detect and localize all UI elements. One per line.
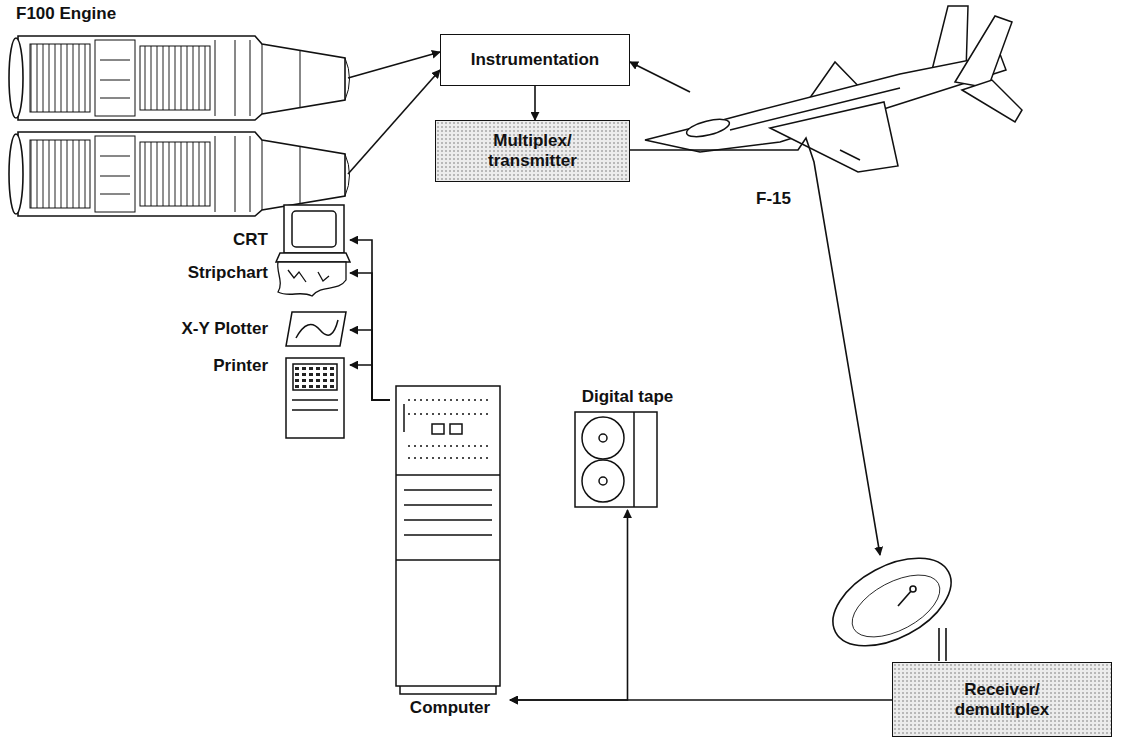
- antenna-dish-illustration: [819, 540, 966, 664]
- signal-arrow: [348, 70, 440, 174]
- signal-arrow: [534, 86, 536, 120]
- radio-link: [630, 138, 880, 555]
- signal-arrow: [350, 330, 390, 400]
- storage-device: Digital tape: [555, 385, 700, 510]
- process-box: Multiplex/ transmitter: [435, 120, 630, 182]
- computer: Computer: [390, 380, 510, 720]
- node-label: X-Y Plotter: [181, 319, 268, 339]
- output-device: Stripchart: [120, 260, 350, 300]
- output-device: X-Y Plotter: [120, 305, 350, 349]
- aircraft-illustration: [645, 6, 1022, 172]
- node-label: Instrumentation: [471, 50, 599, 70]
- stripchart-illustration: [278, 262, 346, 296]
- node-label: Computer: [410, 698, 490, 718]
- aircraft: F-15: [690, 0, 1025, 215]
- output-device: Printer: [150, 352, 350, 444]
- output-device: CRT: [200, 200, 350, 258]
- engine-illustration: [9, 36, 350, 120]
- computer-illustration: [396, 386, 500, 694]
- process-box: Instrumentation: [440, 34, 630, 86]
- node-label: F-15: [756, 189, 791, 209]
- signal-arrow: [350, 365, 390, 400]
- signal-arrow: [630, 62, 690, 92]
- node-label: F100 Engine: [16, 4, 116, 24]
- node-label: Digital tape: [582, 387, 674, 407]
- receiver-station: Receiver/ demultiplex: [825, 555, 1112, 737]
- process-box: Receiver/ demultiplex: [892, 662, 1112, 737]
- node-label: Receiver/ demultiplex: [927, 680, 1077, 719]
- engine-illustration: [9, 132, 350, 216]
- crt-illustration: [276, 205, 350, 262]
- engine-group: F100 Engine: [8, 2, 348, 224]
- signal-arrow: [510, 510, 628, 700]
- plotter-illustration: [286, 312, 346, 346]
- node-label: CRT: [233, 230, 268, 250]
- signal-arrow: [350, 240, 390, 400]
- node-label: Multiplex/ transmitter: [475, 131, 590, 170]
- signal-arrow: [350, 273, 390, 400]
- node-label: Stripchart: [188, 263, 268, 283]
- tape-drive-illustration: [575, 412, 657, 507]
- signal-arrow: [348, 52, 440, 78]
- node-label: Printer: [213, 356, 268, 376]
- printer-illustration: [286, 358, 344, 438]
